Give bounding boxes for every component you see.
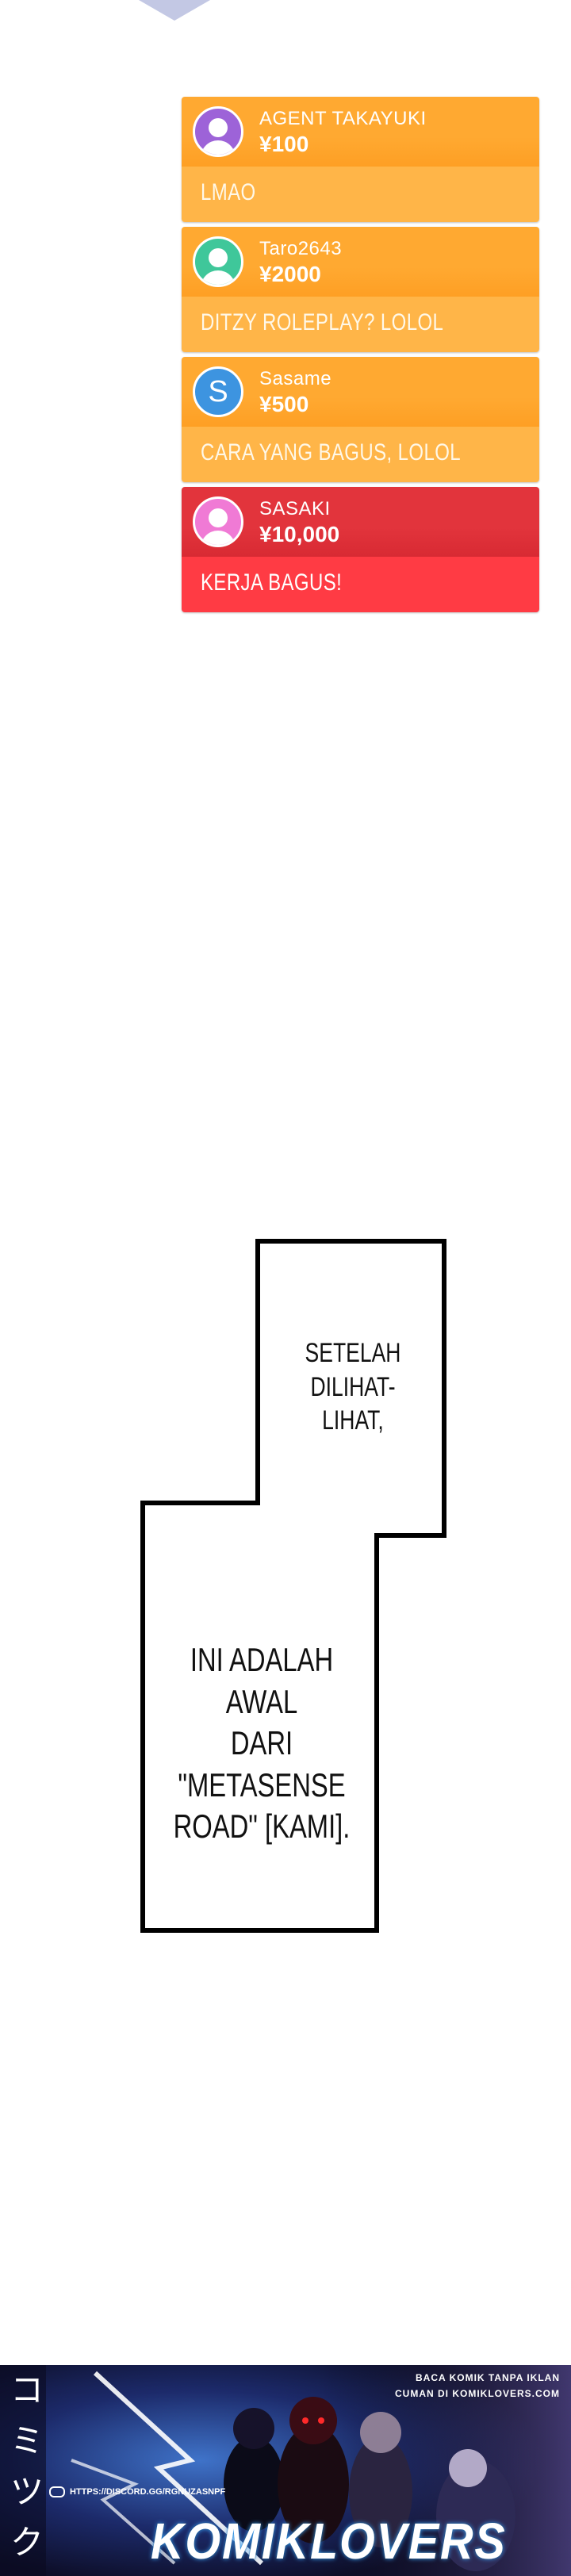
donation-amount: ¥500 — [259, 392, 309, 416]
donation-card: S Sasame ¥500 CARA YANG BAGUS, LOLOL — [182, 357, 539, 482]
donation-card: AGENT TAKAYUKI ¥100 LMAO — [182, 97, 539, 222]
vertical-japanese-text: コ ミ ツ ク — [10, 2365, 44, 2568]
speech-bubble-bottom-text: INI ADALAH AWAL DARI "METASENSE ROAD" [K… — [172, 1639, 351, 1848]
jp-char: コ — [10, 2371, 44, 2409]
donation-card-header: AGENT TAKAYUKI ¥100 — [182, 97, 539, 167]
jp-char: ク — [10, 2523, 44, 2562]
donation-feed: AGENT TAKAYUKI ¥100 LMAO Taro2643 ¥2000 … — [182, 97, 539, 617]
donation-card-header: Taro2643 ¥2000 — [182, 227, 539, 297]
jp-char: ミ — [10, 2421, 44, 2460]
user-avatar — [193, 106, 243, 157]
user-avatar: S — [193, 366, 243, 417]
person-body-icon — [201, 270, 236, 285]
person-body-icon — [201, 140, 236, 155]
discord-icon — [49, 2486, 65, 2497]
person-body-icon — [201, 531, 236, 545]
banner-note: BACA KOMIK TANPA IKLAN CUMAN DI KOMIKLOV… — [395, 2370, 560, 2402]
brand-logo-text: KOMIKLOVERS — [151, 2513, 507, 2570]
person-head-icon — [209, 248, 228, 267]
person-head-icon — [209, 118, 228, 137]
donation-message: LMAO — [201, 179, 256, 205]
donation-message-bar: KERJA BAGUS! — [182, 557, 539, 612]
speech-bubble-top-text: SETELAH DILIHAT-LIHAT, — [288, 1336, 418, 1438]
donor-name: Taro2643 — [259, 238, 343, 259]
donor-name: Sasame — [259, 368, 332, 389]
donation-message: CARA YANG BAGUS, LOLOL — [201, 439, 462, 466]
speech-line: DARI "METASENSE — [178, 1724, 346, 1804]
banner-artwork — [0, 2365, 571, 2576]
donation-message-bar: DITZY ROLEPLAY? LOLOL — [182, 297, 539, 352]
donation-message: KERJA BAGUS! — [201, 569, 343, 596]
person-head-icon — [209, 508, 228, 527]
donation-card-header: S Sasame ¥500 — [182, 357, 539, 427]
note-line: BACA KOMIK TANPA IKLAN — [416, 2372, 560, 2383]
donation-card: Taro2643 ¥2000 DITZY ROLEPLAY? LOLOL — [182, 227, 539, 352]
donation-message-bar: LMAO — [182, 167, 539, 222]
note-line: CUMAN DI KOMIKLOVERS.COM — [395, 2388, 560, 2399]
speech-line: DILIHAT-LIHAT, — [310, 1371, 396, 1436]
user-avatar — [193, 236, 243, 287]
donor-name: AGENT TAKAYUKI — [259, 108, 427, 129]
donation-message: DITZY ROLEPLAY? LOLOL — [201, 309, 444, 335]
donation-amount: ¥100 — [259, 132, 309, 156]
speech-line: INI ADALAH AWAL — [190, 1641, 334, 1720]
speech-bubble — [140, 1239, 446, 1933]
donation-card: SASAKI ¥10,000 KERJA BAGUS! — [182, 487, 539, 612]
donation-amount: ¥10,000 — [259, 522, 340, 546]
donation-card-header: SASAKI ¥10,000 — [182, 487, 539, 557]
donor-name: SASAKI — [259, 498, 331, 519]
user-avatar — [193, 496, 243, 547]
top-decoration — [139, 0, 210, 21]
donation-message-bar: CARA YANG BAGUS, LOLOL — [182, 427, 539, 482]
discord-link[interactable]: HTTPS://DISCORD.GG/RGNUZASNPF — [49, 2486, 225, 2497]
jp-char: ツ — [10, 2472, 44, 2511]
donation-amount: ¥2000 — [259, 262, 321, 286]
komiklovers-banner: コ ミ ツ ク BACA KOMIK TANPA IKLAN CUMAN DI … — [0, 2365, 571, 2576]
avatar-letter: S — [208, 374, 228, 408]
speech-line: SETELAH — [305, 1338, 401, 1368]
speech-bubble-outline — [140, 1239, 446, 1933]
discord-url: HTTPS://DISCORD.GG/RGNUZASNPF — [70, 2487, 226, 2497]
speech-line: ROAD" [KAMI]. — [173, 1807, 351, 1845]
